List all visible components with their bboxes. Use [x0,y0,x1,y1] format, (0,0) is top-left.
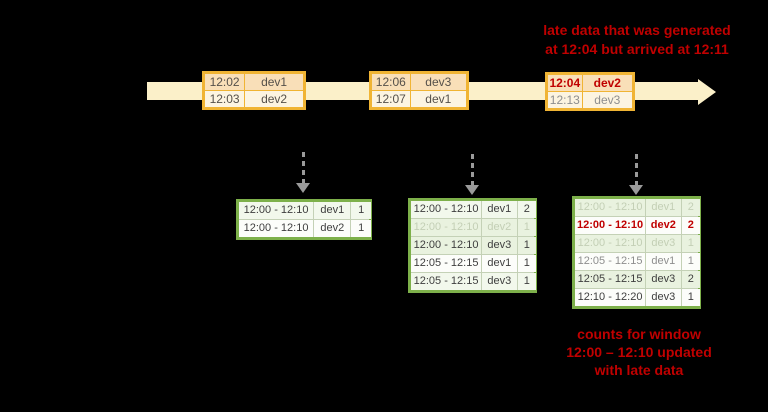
result-row: 12:00 - 12:10 dev1 2 [575,199,700,216]
device-cell: dev1 [482,201,517,218]
dashed-down-arrow-icon [464,154,480,195]
event-device: dev3 [582,92,632,108]
device-cell: dev1 [482,255,517,272]
count-cell: 1 [517,255,536,272]
device-cell: dev2 [646,217,681,234]
result-row: 12:00 - 12:10 dev1 2 [411,201,536,218]
event-time: 12:04 [548,75,582,91]
arrow-stem [634,154,638,185]
arrow-head [296,183,310,193]
device-cell: dev1 [646,253,681,270]
count-cell: 1 [351,220,371,237]
count-cell: 1 [681,253,700,270]
updated-counts-note-line3: with late data [594,362,684,378]
event-time: 12:03 [205,91,245,107]
window-cell: 12:00 - 12:10 [575,235,646,252]
arrow-head [629,185,643,195]
result-row: 12:05 - 12:15 dev1 1 [575,253,700,270]
late-data-note-line2: at 12:04 but arrived at 12:11 [545,41,729,57]
count-cell: 1 [517,219,536,236]
window-cell: 12:05 - 12:15 [575,271,646,288]
count-cell: 1 [517,237,536,254]
result-row: 12:00 - 12:10 dev3 1 [411,237,536,254]
result-row: 12:00 - 12:10 dev1 1 [239,202,371,219]
result-row: 12:05 - 12:15 dev3 1 [411,273,536,290]
event-row: 12:13 dev3 [548,92,632,108]
event-row: 12:02 dev1 [205,74,303,90]
result-row: 12:00 - 12:10 dev3 1 [575,235,700,252]
result-row-updated-late: 12:00 - 12:10 dev2 2 [575,217,700,234]
arrow-stem [470,154,474,185]
event-time: 12:13 [548,92,582,108]
event-table-2: 12:06 dev3 12:07 dev1 [369,71,469,110]
result-table-3: 12:00 - 12:10 dev1 2 12:00 - 12:10 dev2 … [572,196,701,309]
result-table-2: 12:00 - 12:10 dev1 2 12:00 - 12:10 dev2 … [408,198,537,293]
count-cell: 2 [517,201,536,218]
device-cell: dev3 [646,271,681,288]
result-row: 12:00 - 12:10 dev2 1 [411,219,536,236]
dashed-down-arrow-icon [628,154,644,195]
dashed-down-arrow-icon [295,152,311,193]
updated-counts-note: counts for window 12:00 – 12:10 updated … [537,325,741,379]
count-cell: 1 [681,289,700,306]
device-cell: dev2 [314,220,351,237]
result-table-1: 12:00 - 12:10 dev1 1 12:00 - 12:10 dev2 … [236,199,372,240]
window-cell: 12:00 - 12:10 [575,217,646,234]
arrow-head [465,185,479,195]
device-cell: dev3 [482,273,517,290]
event-row: 12:03 dev2 [205,91,303,107]
device-cell: dev2 [482,219,517,236]
event-table-1: 12:02 dev1 12:03 dev2 [202,71,306,110]
count-cell: 1 [351,202,371,219]
event-row: 12:07 dev1 [372,91,466,107]
event-row-late: 12:04 dev2 [548,75,632,91]
window-cell: 12:00 - 12:10 [411,219,482,236]
event-row: 12:06 dev3 [372,74,466,90]
window-cell: 12:05 - 12:15 [411,255,482,272]
event-device: dev2 [582,75,632,91]
late-data-note-line1: late data that was generated [543,22,731,38]
result-row: 12:10 - 12:20 dev3 1 [575,289,700,306]
device-cell: dev3 [646,289,681,306]
arrow-stem [301,152,305,183]
window-cell: 12:00 - 12:10 [575,199,646,216]
window-cell: 12:05 - 12:15 [575,253,646,270]
event-time: 12:07 [372,91,410,107]
result-row: 12:00 - 12:10 dev2 1 [239,220,371,237]
window-cell: 12:00 - 12:10 [411,237,482,254]
window-cell: 12:00 - 12:10 [239,220,314,237]
result-row: 12:05 - 12:15 dev3 2 [575,271,700,288]
device-cell: dev3 [646,235,681,252]
count-cell: 1 [517,273,536,290]
window-cell: 12:00 - 12:10 [411,201,482,218]
count-cell: 2 [681,271,700,288]
event-device: dev1 [245,74,303,90]
event-device: dev2 [245,91,303,107]
event-table-3: 12:04 dev2 12:13 dev3 [545,72,635,111]
device-cell: dev1 [314,202,351,219]
event-device: dev3 [410,74,466,90]
updated-counts-note-line2: 12:00 – 12:10 updated [566,344,712,360]
event-device: dev1 [410,91,466,107]
updated-counts-note-line1: counts for window [577,326,701,342]
device-cell: dev3 [482,237,517,254]
count-cell: 1 [681,235,700,252]
window-cell: 12:10 - 12:20 [575,289,646,306]
timeline-arrowhead-icon [698,79,716,105]
result-row: 12:05 - 12:15 dev1 1 [411,255,536,272]
event-time: 12:02 [205,74,245,90]
device-cell: dev1 [646,199,681,216]
event-time: 12:06 [372,74,410,90]
count-cell: 2 [681,199,700,216]
window-cell: 12:05 - 12:15 [411,273,482,290]
late-data-note: late data that was generated at 12:04 bu… [527,21,747,59]
window-cell: 12:00 - 12:10 [239,202,314,219]
count-cell: 2 [681,217,700,234]
